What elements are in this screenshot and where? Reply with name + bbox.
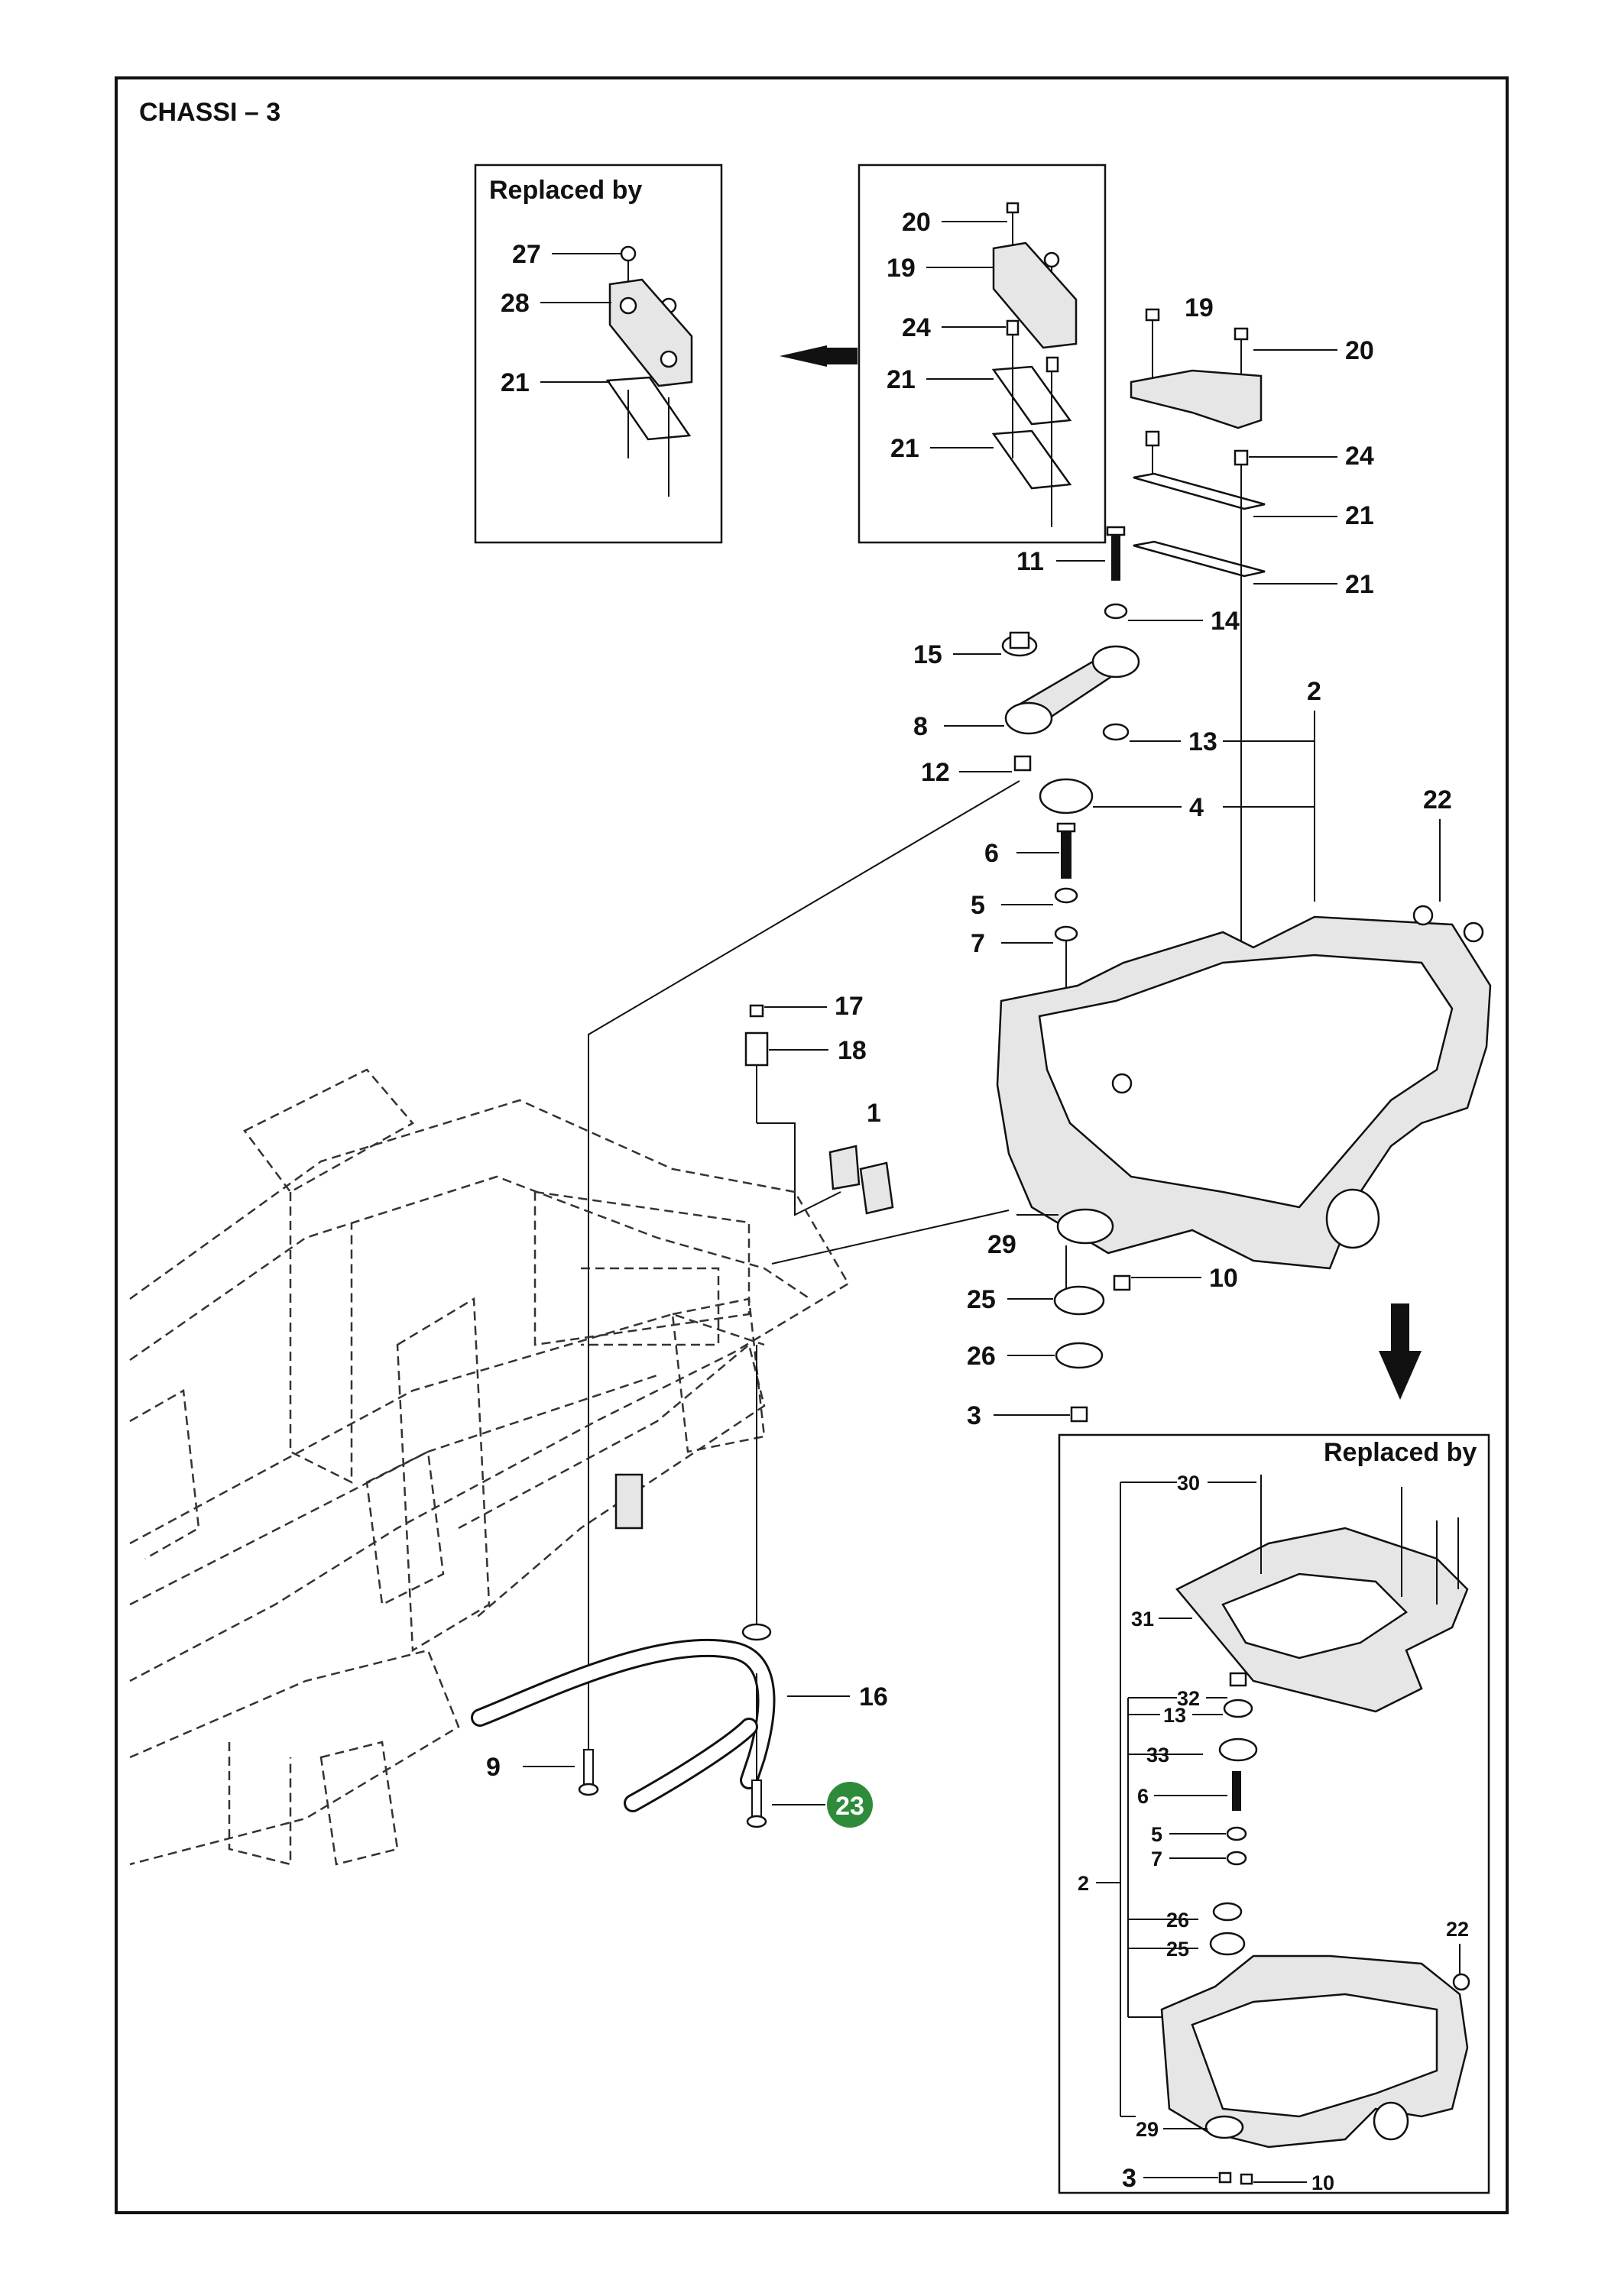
callout-27: 27 bbox=[512, 240, 541, 269]
inset-middle-parts bbox=[991, 202, 1078, 527]
callout-5-b: 5 bbox=[1151, 1823, 1162, 1846]
callout-24-b: 24 bbox=[1345, 442, 1374, 471]
replaced-by-inset-top bbox=[474, 164, 723, 544]
callout-6-a: 6 bbox=[984, 839, 999, 868]
callout-24-a: 24 bbox=[902, 313, 931, 342]
callout-18: 18 bbox=[838, 1036, 867, 1065]
callout-7-a: 7 bbox=[971, 929, 985, 958]
callout-13-a: 13 bbox=[1188, 727, 1217, 756]
callout-12: 12 bbox=[921, 758, 950, 787]
callout-14: 14 bbox=[1211, 607, 1240, 636]
callout-15: 15 bbox=[913, 640, 942, 669]
dashed-rear-frame bbox=[129, 1068, 850, 1866]
callout-13-b: 13 bbox=[1163, 1704, 1186, 1727]
original-inset-top bbox=[858, 164, 1107, 544]
left-arrow-icon bbox=[780, 345, 827, 367]
callout-11: 11 bbox=[1016, 547, 1044, 576]
callout-31: 31 bbox=[1131, 1608, 1154, 1631]
inset-bottom-heading: Replaced by bbox=[1324, 1438, 1477, 1467]
callout-30: 30 bbox=[1177, 1472, 1200, 1495]
page-title: CHASSI – 3 bbox=[139, 98, 280, 127]
callout-10-b: 10 bbox=[1311, 2171, 1334, 2194]
callout-22-a: 22 bbox=[1423, 785, 1452, 814]
callout-8: 8 bbox=[913, 712, 928, 741]
callout-22-b: 22 bbox=[1446, 1918, 1469, 1941]
leader-12-9 bbox=[588, 780, 1020, 1771]
callout-20-a: 20 bbox=[902, 208, 931, 237]
replaced-by-inset-bottom bbox=[1058, 1433, 1490, 2194]
callout-26-a: 26 bbox=[967, 1342, 996, 1371]
callout-32: 32 bbox=[1177, 1687, 1200, 1710]
callout-9: 9 bbox=[486, 1753, 501, 1782]
callout-1-label: 1 bbox=[867, 1099, 881, 1128]
callout-21-a: 21 bbox=[501, 368, 530, 397]
callout-20-b: 20 bbox=[1345, 336, 1374, 365]
outer-frame bbox=[115, 76, 1509, 2214]
callout-3-a: 3 bbox=[967, 1401, 981, 1430]
callout-29-a: 29 bbox=[987, 1230, 1016, 1259]
callout-23-highlighted: 23 bbox=[835, 1792, 864, 1821]
callout-33: 33 bbox=[1146, 1744, 1169, 1767]
callout-21-c: 21 bbox=[890, 434, 919, 463]
callout-25-a: 25 bbox=[967, 1285, 996, 1314]
callout-4: 4 bbox=[1189, 793, 1204, 822]
main-lower-parts bbox=[1053, 1245, 1131, 1423]
inset-top-heading: Replaced by bbox=[489, 176, 642, 205]
callout-25-b: 25 bbox=[1166, 1938, 1189, 1961]
callout-16: 16 bbox=[859, 1682, 888, 1711]
callout-19-b: 19 bbox=[1185, 293, 1214, 322]
highlighted-callout-marker bbox=[827, 1782, 873, 1828]
bumper-parts bbox=[744, 1004, 894, 1216]
callout-10-a: 10 bbox=[1209, 1264, 1238, 1293]
callout-5-a: 5 bbox=[971, 891, 985, 920]
callout-19-a: 19 bbox=[887, 254, 916, 283]
callout-6-b: 6 bbox=[1137, 1785, 1149, 1808]
leader-29 bbox=[771, 1210, 1010, 1265]
callout-21-e: 21 bbox=[1345, 570, 1374, 599]
main-chassis-frame bbox=[996, 905, 1492, 1270]
callout-21-b: 21 bbox=[887, 365, 916, 394]
callout-26-b: 26 bbox=[1166, 1909, 1189, 1932]
main-upper-parts bbox=[1001, 308, 1266, 1215]
down-arrow-icon bbox=[1379, 1351, 1422, 1400]
inset-top-parts bbox=[605, 245, 693, 497]
callout-2-b: 2 bbox=[1078, 1872, 1089, 1895]
callout-2-a: 2 bbox=[1307, 677, 1321, 706]
callout-29-b: 29 bbox=[1136, 2118, 1159, 2141]
callout-21-d: 21 bbox=[1345, 501, 1374, 530]
left-arrow-shaft bbox=[824, 348, 858, 364]
callout-7-b: 7 bbox=[1151, 1847, 1162, 1870]
callout-3-b: 3 bbox=[1122, 2164, 1136, 2193]
callout-28: 28 bbox=[501, 289, 530, 318]
inset-bottom-parts bbox=[1160, 1475, 1470, 2185]
callout-17-label: 17 bbox=[835, 992, 864, 1021]
